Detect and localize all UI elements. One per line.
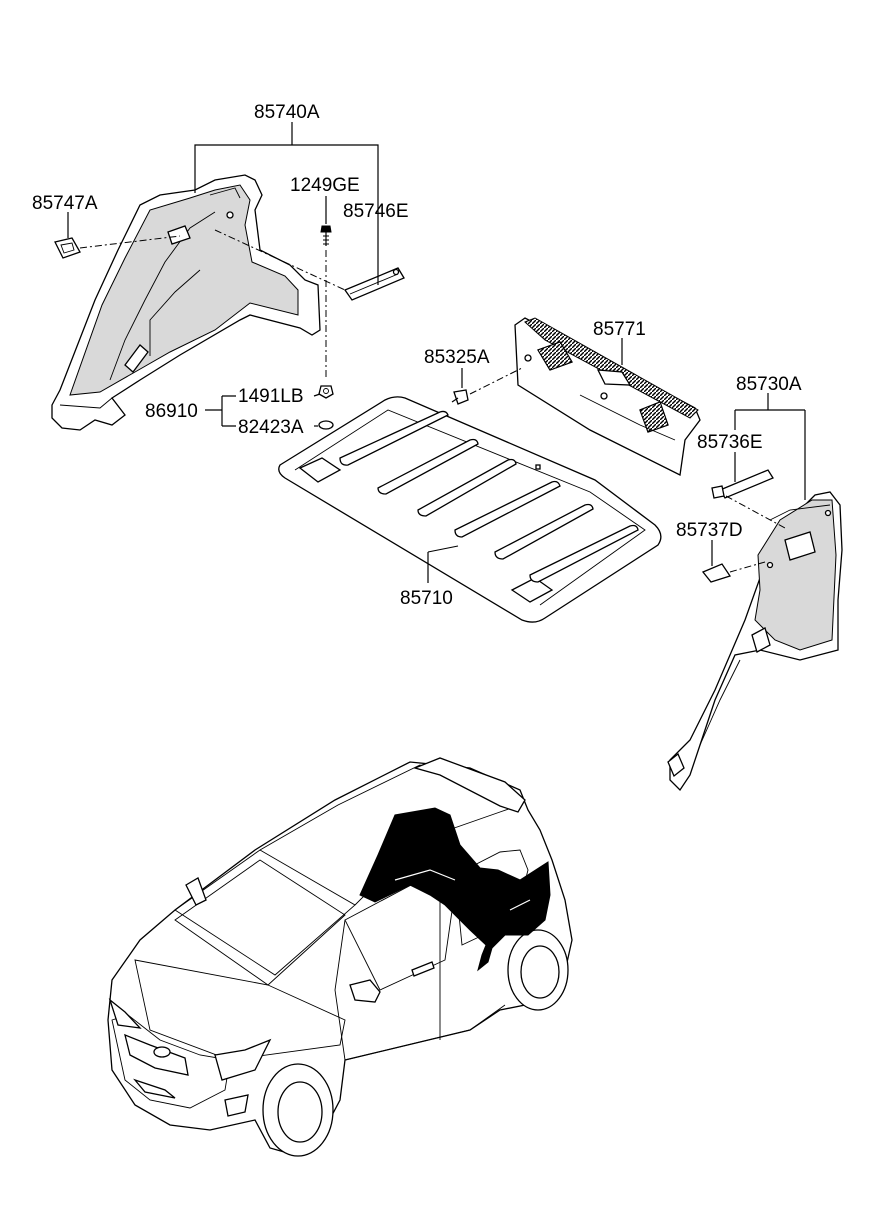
clip-85737d bbox=[701, 561, 766, 583]
label-85746e: 85746E bbox=[343, 201, 409, 222]
label-85730a: 85730A bbox=[736, 374, 802, 395]
label-85737d: 85737D bbox=[676, 520, 743, 541]
vehicle-illustration bbox=[107, 757, 573, 1157]
left-quarter-trim bbox=[51, 174, 321, 431]
luggage-floor-mat bbox=[278, 396, 662, 623]
label-1249ge: 1249GE bbox=[290, 175, 360, 196]
bracket-85736e bbox=[711, 469, 786, 529]
clip-85747a bbox=[54, 235, 181, 259]
bracket-85746e bbox=[214, 229, 405, 301]
washer-82423a bbox=[318, 420, 334, 430]
clip-1491lb bbox=[318, 385, 334, 399]
label-86910: 86910 bbox=[145, 401, 198, 422]
label-85736e: 85736E bbox=[697, 432, 763, 453]
clip-85325a bbox=[451, 367, 523, 405]
transverse-trim bbox=[514, 317, 701, 476]
label-1491lb: 1491LB bbox=[238, 386, 304, 407]
screw-1249ge bbox=[320, 225, 332, 380]
label-85771: 85771 bbox=[593, 319, 646, 340]
label-85747a: 85747A bbox=[32, 193, 98, 214]
leader-lines bbox=[67, 122, 806, 583]
right-quarter-trim bbox=[667, 491, 843, 792]
label-85710: 85710 bbox=[400, 588, 453, 609]
label-85325a: 85325A bbox=[424, 347, 490, 368]
label-82423a: 82423A bbox=[238, 417, 304, 438]
label-85740a: 85740A bbox=[254, 102, 320, 123]
